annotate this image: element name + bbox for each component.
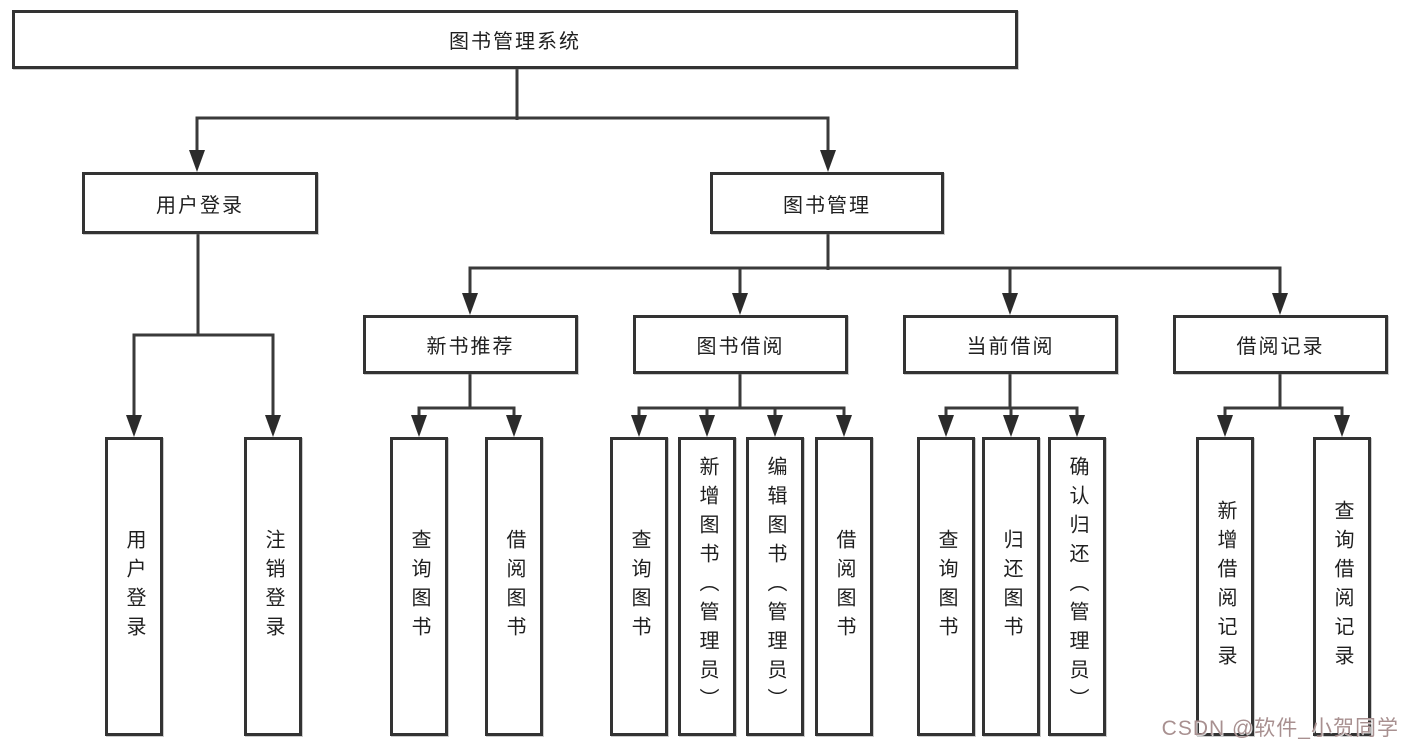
leaf-query-books-recommend: 查询图书 [390, 437, 448, 736]
node-label: 用户登录 [156, 194, 244, 217]
node-label: 新增借阅记录 [1214, 499, 1236, 674]
arrowhead-icon [938, 415, 954, 437]
node-label: 新书推荐 [426, 336, 515, 358]
connector [195, 116, 830, 153]
node-label: 注销登录 [262, 528, 284, 645]
node-label: 用户登录 [123, 528, 145, 645]
arrowhead-icon [1003, 415, 1019, 437]
arrowhead-icon [767, 415, 783, 437]
csdn-watermark: CSDN @软件_小贺同学 [1161, 717, 1399, 740]
arrowhead-icon [1002, 293, 1018, 315]
node-label: 查询图书 [408, 528, 430, 645]
node-label: 图书借阅 [696, 336, 785, 358]
arrowhead-icon [1217, 415, 1233, 437]
arrowhead-icon [1272, 293, 1288, 315]
node-label: 查询借阅记录 [1331, 499, 1353, 674]
node-root-system: 图书管理系统 [12, 10, 1018, 69]
leaf-borrow-books: 借阅图书 [815, 437, 873, 736]
node-label: 借阅图书 [503, 528, 525, 645]
node-book-management: 图书管理 [710, 172, 944, 234]
arrowhead-icon [732, 293, 748, 315]
connector [468, 266, 1282, 297]
node-user-login: 用户登录 [82, 172, 318, 234]
connector [637, 406, 846, 417]
connector [1223, 406, 1344, 417]
leaf-logout: 注销登录 [244, 437, 302, 736]
node-current-borrow: 当前借阅 [903, 315, 1118, 374]
leaf-query-books-borrow: 查询图书 [610, 437, 668, 736]
arrowhead-icon [265, 415, 281, 437]
connector [417, 406, 516, 417]
node-label: 新增图书（管理员） [696, 456, 718, 717]
arrowhead-icon [836, 415, 852, 437]
arrowhead-icon [506, 415, 522, 437]
node-label: 查询图书 [628, 528, 650, 645]
arrowhead-icon [126, 415, 142, 437]
node-label: 查询图书 [935, 528, 957, 645]
arrowhead-icon [1069, 415, 1085, 437]
arrowhead-icon [411, 415, 427, 437]
node-borrow-records: 借阅记录 [1173, 315, 1388, 374]
connector [132, 333, 275, 417]
node-book-borrow: 图书借阅 [633, 315, 848, 374]
leaf-query-books-current: 查询图书 [917, 437, 975, 736]
node-label: 编辑图书（管理员） [764, 456, 786, 717]
leaf-edit-books-admin: 编辑图书（管理员） [746, 437, 804, 736]
arrowhead-icon [631, 415, 647, 437]
leaf-add-borrow-record: 新增借阅记录 [1196, 437, 1254, 736]
node-label: 借阅记录 [1236, 336, 1325, 358]
node-label: 归还图书 [1000, 528, 1022, 645]
arrowhead-icon [699, 415, 715, 437]
leaf-user-login: 用户登录 [105, 437, 163, 736]
leaf-query-borrow-record: 查询借阅记录 [1313, 437, 1371, 736]
node-label: 图书管理 [783, 194, 871, 217]
leaf-add-books-admin: 新增图书（管理员） [678, 437, 736, 736]
arrowhead-icon [1334, 415, 1350, 437]
arrowhead-icon [820, 150, 836, 172]
arrowhead-icon [189, 150, 205, 172]
leaf-borrow-books-recommend: 借阅图书 [485, 437, 543, 736]
node-new-book-recommend: 新书推荐 [363, 315, 578, 374]
leaf-return-books: 归还图书 [982, 437, 1040, 736]
leaf-confirm-return-admin: 确认归还（管理员） [1048, 437, 1106, 736]
node-label: 确认归还（管理员） [1066, 456, 1088, 717]
node-label: 图书管理系统 [449, 31, 581, 53]
node-label: 当前借阅 [966, 336, 1055, 358]
arrowhead-icon [462, 293, 478, 315]
node-label: 借阅图书 [833, 528, 855, 645]
